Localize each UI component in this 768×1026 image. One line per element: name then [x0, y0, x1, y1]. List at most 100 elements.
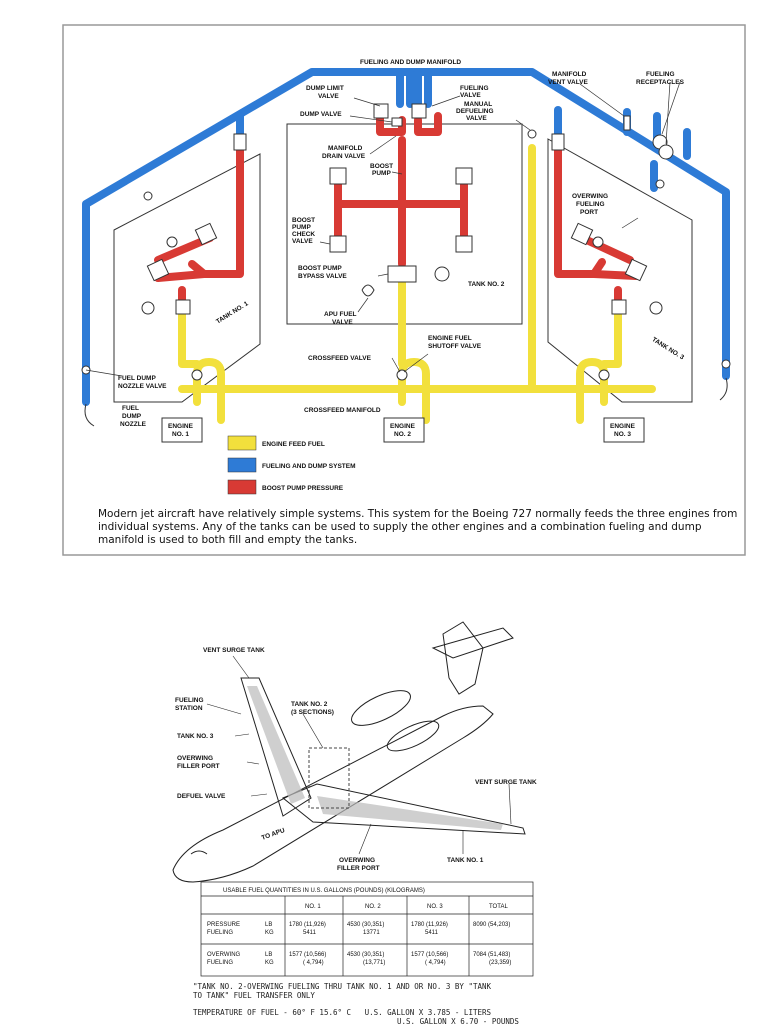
- tank3-fuel-valve: [551, 133, 565, 151]
- tank1-port: [166, 236, 178, 248]
- tank3-bypass-valve: [611, 299, 627, 315]
- aircraft-outline: [172, 621, 526, 883]
- label-dump-limit: DUMP LIMIT: [306, 85, 344, 92]
- label-fueling-valve: FUELING: [460, 85, 489, 92]
- svg-text:( 4,794): ( 4,794): [303, 960, 324, 966]
- tank2-region: [308, 747, 350, 809]
- label-fuel-dump-nozzle-valve: FUEL DUMP: [118, 375, 156, 382]
- label-manifold-drain-valve: MANIFOLD: [328, 145, 363, 152]
- legend-label-boost-pressure: BOOST PUMP PRESSURE: [262, 485, 344, 492]
- svg-text:DEFUELING: DEFUELING: [456, 108, 494, 115]
- tank-transfer-note: "TANK NO. 2-OVERWING FUELING THRU TANK N…: [193, 982, 563, 1026]
- engine-boxes: [161, 417, 645, 443]
- svg-text:VALVE: VALVE: [466, 115, 487, 122]
- label-defuel-valve: DEFUEL VALVE: [177, 793, 226, 800]
- svg-text:STATION: STATION: [175, 705, 203, 712]
- legend-label-fueling-dump: FUELING AND DUMP SYSTEM: [262, 463, 356, 470]
- leader-lines: [85, 81, 681, 377]
- svg-text:NO. 1: NO. 1: [172, 431, 189, 438]
- svg-text:VENT VALVE: VENT VALVE: [548, 79, 589, 86]
- engine3-box: [603, 417, 645, 443]
- fueling-dump-lines: [82, 68, 730, 406]
- svg-text:PUMP: PUMP: [292, 224, 311, 231]
- dump-limit-valve-left: [373, 103, 389, 119]
- label-engine-2: ENGINE: [390, 423, 416, 430]
- svg-text:BYPASS VALVE: BYPASS VALVE: [298, 273, 347, 280]
- temperature-note: TEMPERATURE OF FUEL - 60° F 15.6° C: [193, 1008, 352, 1017]
- label-boost-pump-bypass-valve: BOOST PUMP: [298, 265, 342, 272]
- dump-valve-right: [655, 179, 665, 189]
- tank1-fuel-valve: [233, 133, 247, 151]
- table-row1-label: PRESSURE: [207, 922, 240, 928]
- svg-text:(13,771): (13,771): [363, 960, 385, 966]
- boost-pump-bypass-valve: [387, 265, 417, 283]
- svg-text:KG: KG: [265, 960, 274, 966]
- label-boost-pump-check-valve: BOOST: [292, 217, 315, 224]
- tank3-fill: [247, 686, 305, 804]
- svg-text:DRAIN VALVE: DRAIN VALVE: [322, 153, 366, 160]
- label-crossfeed-manifold: CROSSFEED MANIFOLD: [304, 407, 381, 414]
- fueling-receptacle-2: [658, 144, 674, 160]
- tank3-boost-line: [554, 144, 606, 278]
- engine2-box: [383, 417, 425, 443]
- nozzle-valve-right: [721, 359, 731, 369]
- tank1-pump-a: [194, 222, 218, 246]
- legend-swatch-engine-feed: [227, 435, 257, 451]
- label-fueling-dump-manifold: FUELING AND DUMP MANIFOLD: [360, 59, 461, 66]
- right-wing: [282, 783, 526, 835]
- svg-text:KG: KG: [265, 930, 274, 936]
- horizontal-stabilizer: [431, 627, 514, 659]
- apu-fuel-valve: [361, 284, 375, 297]
- svg-text:SHUTOFF VALVE: SHUTOFF VALVE: [428, 343, 482, 350]
- table-cell: 1577 (10,566): [289, 952, 326, 958]
- label-tank-2: TANK NO. 2: [468, 281, 505, 288]
- boost-pump-br: [455, 235, 473, 253]
- dump-valve-left: [143, 191, 153, 201]
- tank2-outline: [286, 123, 523, 325]
- tail-fin: [442, 621, 484, 695]
- table-cell: 1780 (11,926): [289, 922, 326, 928]
- tank3-drain: [649, 301, 663, 315]
- svg-text:VALVE: VALVE: [318, 93, 339, 100]
- dump-limit-valve-right: [411, 103, 427, 119]
- svg-text:( 4,794): ( 4,794): [425, 960, 446, 966]
- svg-text:(3 SECTIONS): (3 SECTIONS): [291, 709, 334, 716]
- svg-text:FILLER PORT: FILLER PORT: [337, 865, 380, 872]
- label-manual-defueling-valve: MANUAL: [464, 101, 492, 108]
- svg-text:NO. 2: NO. 2: [394, 431, 411, 438]
- label-vent-surge-tank-right: VENT SURGE TANK: [475, 779, 537, 786]
- table-cell: 1780 (11,926): [411, 922, 448, 928]
- label-overwing-filler-port-b: OVERWING: [339, 857, 375, 864]
- figure-caption: Modern jet aircraft have relatively simp…: [98, 508, 738, 546]
- svg-text:LB: LB: [265, 952, 272, 958]
- engine1-box: [161, 417, 203, 443]
- gallon-liters-note: U.S. GALLON X 3.785 - LITERS: [364, 1008, 492, 1017]
- label-crossfeed-valve: CROSSFEED VALVE: [308, 355, 372, 362]
- label-fuel-dump-nozzle: FUEL: [122, 405, 139, 412]
- tank3-pump-a: [570, 222, 594, 246]
- label-overwing-filler-port: OVERWING: [177, 755, 213, 762]
- label-engine-fuel-shutoff-valve: ENGINE FUEL: [428, 335, 472, 342]
- table-cell: 8090 (54,203): [473, 922, 510, 928]
- crossfeed-valve-1: [191, 369, 203, 381]
- tank3-feed: [600, 310, 622, 368]
- dump-nozzle-right: [719, 377, 728, 401]
- svg-text:VALVE: VALVE: [292, 238, 313, 245]
- overwing-fueling-port: [592, 236, 604, 248]
- svg-text:FUELING: FUELING: [207, 930, 233, 936]
- dump-nozzle-left: [84, 403, 95, 427]
- legend: ENGINE FEED FUEL FUELING AND DUMP SYSTEM…: [227, 435, 356, 495]
- svg-text:LB: LB: [265, 922, 272, 928]
- boost-pump-bl: [329, 235, 347, 253]
- svg-text:RECEPTACLES: RECEPTACLES: [636, 79, 685, 86]
- table-cell: 4530 (30,351): [347, 922, 384, 928]
- valves: [81, 103, 731, 427]
- tank1-bypass-valve: [175, 299, 191, 315]
- table-header-no3: NO. 3: [427, 904, 443, 910]
- cockpit: [190, 850, 208, 855]
- table-cell: 1577 (10,566): [411, 952, 448, 958]
- fuel-system-diagram: FUELING AND DUMP MANIFOLD DUMP LIMIT VAL…: [62, 24, 746, 556]
- engine-right: [386, 720, 440, 752]
- label-fueling-receptacles: FUELING: [646, 71, 675, 78]
- table-header-total: TOTAL: [489, 904, 508, 910]
